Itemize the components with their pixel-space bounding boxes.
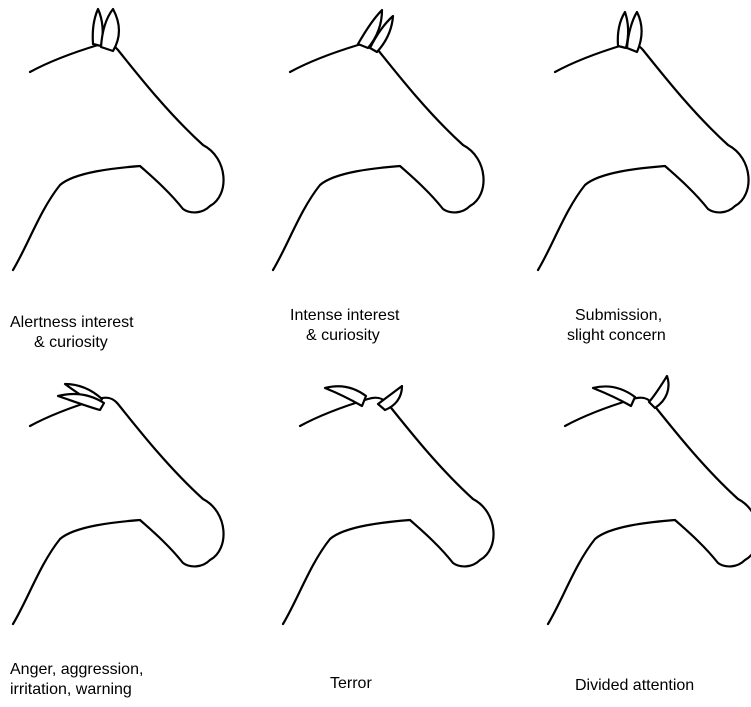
panel-divided: Divided attention	[535, 354, 751, 707]
horse-head-intense-icon	[260, 0, 510, 300]
horse-head-submission-icon	[525, 0, 751, 300]
horse-head-alertness-icon	[0, 0, 250, 300]
panel-intense: Intense interest & curiosity	[260, 0, 510, 353]
caption-line: & curiosity	[10, 333, 134, 353]
caption-line: slight concern	[567, 326, 666, 346]
horse-head-terror-icon	[270, 354, 520, 654]
panel-submission: Submission, slight concern	[525, 0, 751, 353]
caption-terror: Terror	[330, 674, 372, 694]
caption-line: irritation, warning	[10, 680, 143, 700]
panel-terror: Terror	[270, 354, 520, 707]
caption-line: Anger, aggression,	[10, 660, 143, 680]
caption-submission: Submission, slight concern	[567, 306, 666, 346]
horse-head-divided-icon	[535, 354, 751, 654]
caption-line: & curiosity	[290, 326, 399, 346]
caption-intense: Intense interest & curiosity	[290, 306, 399, 346]
caption-line: Divided attention	[575, 676, 694, 696]
caption-line: Alertness interest	[10, 313, 134, 333]
caption-divided: Divided attention	[575, 676, 694, 696]
panel-anger: Anger, aggression, irritation, warning	[0, 354, 250, 707]
caption-alertness: Alertness interest & curiosity	[10, 313, 134, 353]
caption-line: Intense interest	[290, 306, 399, 326]
caption-anger: Anger, aggression, irritation, warning	[10, 660, 143, 700]
caption-line: Submission,	[567, 306, 666, 326]
caption-line: Terror	[330, 674, 372, 694]
horse-head-anger-icon	[0, 354, 250, 654]
panel-alertness: Alertness interest & curiosity	[0, 0, 250, 353]
